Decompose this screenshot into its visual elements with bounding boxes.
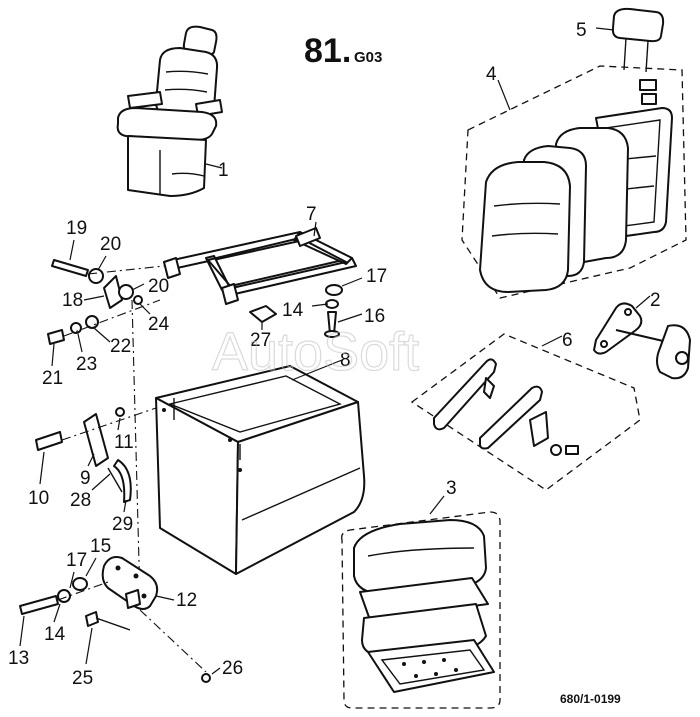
leader-21: [51, 343, 55, 367]
leader-17a: [341, 277, 363, 287]
leader-28: [91, 473, 111, 491]
callout-20b: 20: [148, 276, 169, 297]
leader-4: [497, 79, 511, 111]
axis-line-upper: [87, 265, 165, 275]
callout-7: 7: [306, 204, 317, 225]
callout-3: 3: [446, 478, 457, 499]
callout-1: 1: [218, 160, 229, 181]
leader-20a: [97, 255, 107, 271]
axis-line-middle: [61, 407, 157, 441]
callout-5: 5: [576, 20, 587, 41]
leader-1: [205, 163, 223, 169]
leader-22: [93, 327, 111, 343]
callout-26: 26: [222, 658, 243, 679]
leader-3: [429, 495, 445, 515]
leader-26: [211, 667, 221, 675]
leader-19: [69, 239, 75, 261]
callout-17b: 17: [66, 550, 87, 571]
leader-7: [313, 221, 317, 237]
leader-25: [85, 627, 93, 665]
callout-10: 10: [28, 488, 49, 509]
backrest-group-outline: [461, 65, 687, 299]
document-number: 680/1-0199: [560, 692, 621, 706]
callout-6: 6: [562, 330, 573, 351]
leader-6: [541, 335, 563, 347]
small-hardware-left-middle: [35, 407, 132, 503]
callout-11: 11: [114, 432, 134, 453]
small-hardware-left-bottom: [19, 556, 211, 683]
callout-16: 16: [364, 306, 385, 327]
axis-line-vertical: [131, 299, 141, 601]
callout-8: 8: [340, 350, 351, 371]
axis-line-diagonal: [139, 609, 207, 673]
callout-20a: 20: [100, 234, 121, 255]
leader-20b: [131, 283, 145, 291]
axis-line-lower: [63, 299, 161, 337]
leader-17b: [69, 571, 75, 589]
leader-12: [155, 595, 175, 601]
callout-15: 15: [90, 536, 111, 557]
leader-15: [85, 557, 97, 577]
watermark-text: AutoSoft: [212, 322, 419, 382]
callout-24: 24: [148, 314, 170, 335]
leader-14a: [311, 303, 329, 307]
leader-23: [77, 333, 83, 353]
callout-17a: 17: [366, 266, 387, 287]
backrest-illustration: [479, 107, 673, 293]
leader-13: [19, 615, 25, 647]
callout-14a: 14: [282, 300, 304, 321]
leader-11: [117, 417, 121, 431]
callout-9: 9: [80, 468, 91, 489]
leader-9: [87, 453, 95, 467]
leader-5: [595, 27, 615, 31]
leader-18: [83, 295, 105, 301]
leader-2: [635, 295, 651, 309]
callout-2: 2: [650, 290, 661, 311]
leader-8: [291, 359, 343, 381]
leader-10: [39, 451, 45, 485]
leader-14b: [53, 603, 61, 623]
leader-29: [123, 499, 127, 513]
seat-base-box-illustration: [155, 365, 366, 575]
group-code: G03: [354, 49, 382, 66]
callout-21: 21: [42, 368, 63, 389]
callout-14b: 14: [44, 624, 66, 645]
axis-line-bottom: [57, 581, 109, 601]
seat-frame-illustration: [163, 227, 357, 305]
callout-27: 27: [250, 330, 271, 351]
callout-22: 22: [110, 336, 131, 357]
cushion-group-outline: [341, 511, 501, 709]
callout-19: 19: [66, 218, 87, 239]
callout-13: 13: [8, 648, 29, 669]
callout-29: 29: [112, 514, 133, 535]
callout-23: 23: [76, 354, 97, 375]
callout-18: 18: [62, 290, 83, 311]
leader-24: [139, 303, 151, 315]
group-number: 81.: [304, 32, 351, 70]
seat-assembly-illustration: [116, 25, 223, 197]
callout-25: 25: [72, 668, 93, 689]
rails-illustration: [433, 358, 579, 456]
callout-4: 4: [486, 64, 497, 85]
callout-28: 28: [70, 490, 91, 511]
callout-12: 12: [176, 590, 197, 611]
small-hardware-left-top: [47, 259, 143, 345]
headrest-illustration: [611, 7, 665, 105]
leader-16: [337, 313, 363, 323]
seat-cushion-illustration: [353, 519, 495, 693]
lever-bracket-illustration: [593, 302, 691, 380]
